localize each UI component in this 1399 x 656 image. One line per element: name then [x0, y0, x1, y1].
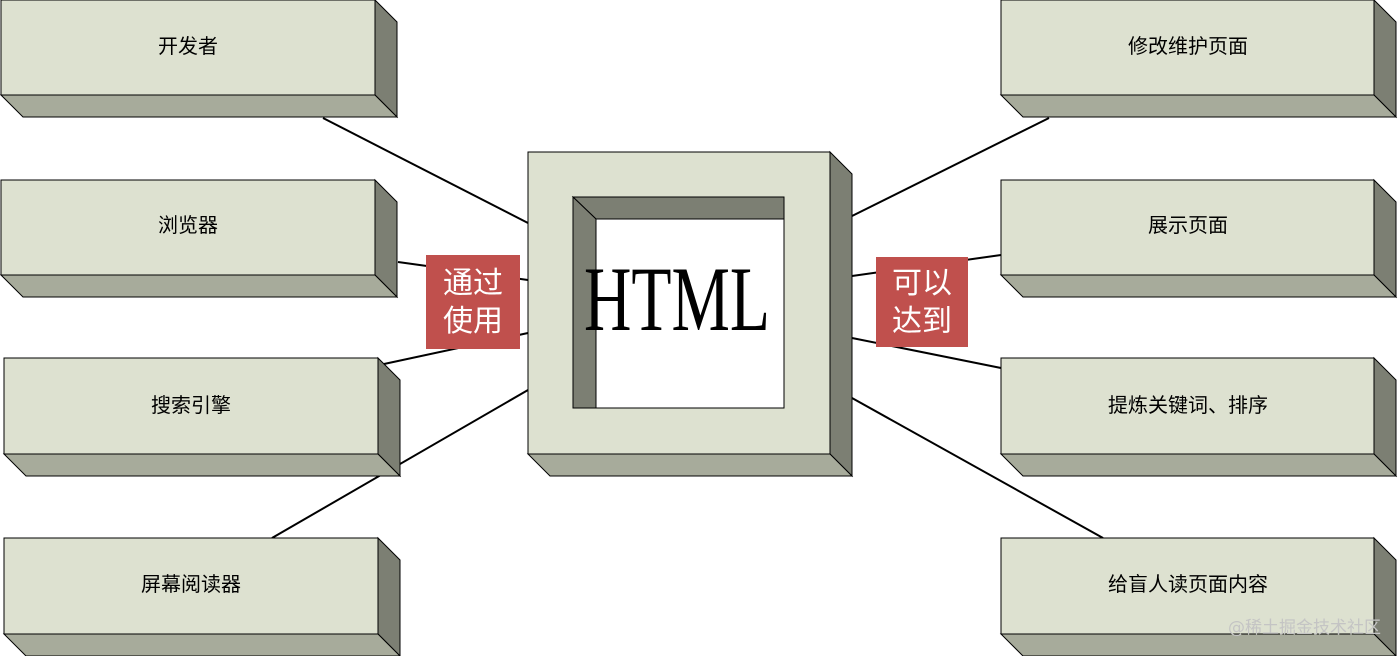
- connector-blind-read: [851, 397, 1104, 539]
- left-tag: 通过 使用: [426, 255, 520, 349]
- box-bottom: [999, 94, 1398, 118]
- tag-background: [426, 255, 520, 349]
- connector-developer: [322, 117, 529, 224]
- box-face: [1000, 357, 1375, 455]
- right-box-blind-read: 给盲人读页面内容: [999, 536, 1397, 656]
- watermark: @稀土掘金技术社区: [1228, 618, 1381, 638]
- box-bottom: [0, 94, 399, 118]
- box-bottom: [2, 633, 401, 656]
- center-label: HTML: [584, 248, 770, 350]
- frame-window: [572, 196, 785, 409]
- box-bottom: [999, 274, 1398, 298]
- box-bottom: [999, 453, 1398, 477]
- frame-side: [829, 150, 853, 478]
- box-label: 修改维护页面: [1128, 34, 1248, 58]
- box-face: [3, 537, 379, 635]
- box-label: 屏幕阅读器: [141, 572, 241, 596]
- box-label: 给盲人读页面内容: [1108, 572, 1268, 596]
- box-face: [0, 0, 376, 96]
- box-label: 提炼关键词、排序: [1108, 393, 1268, 417]
- left-box-search-engine: 搜索引擎: [2, 356, 402, 478]
- box-face: [1000, 179, 1375, 276]
- tag-line-1: 通过: [443, 266, 503, 301]
- box-face: [1000, 0, 1375, 96]
- right-box-edit-maintain: 修改维护页面: [999, 0, 1398, 119]
- right-tag: 可以 达到: [876, 257, 968, 347]
- connector-edit-maintain: [851, 117, 1050, 217]
- right-box-keywords: 提炼关键词、排序: [999, 356, 1398, 478]
- right-box-display: 展示页面: [999, 178, 1398, 299]
- left-box-browser: 浏览器: [0, 178, 399, 299]
- box-label: 浏览器: [158, 213, 218, 237]
- box-label: 搜索引擎: [151, 393, 231, 417]
- frame-bottom: [526, 453, 854, 477]
- box-face: [1000, 537, 1375, 635]
- window-inner-top: [571, 196, 785, 220]
- center-html-frame: HTML: [526, 150, 854, 478]
- box-face: [0, 179, 376, 276]
- tag-line-1: 可以: [892, 266, 952, 301]
- left-box-developer: 开发者: [0, 0, 399, 119]
- window-inner-left: [572, 195, 597, 409]
- box-bottom: [0, 274, 399, 298]
- tag-line-2: 达到: [892, 304, 952, 339]
- left-box-screen-reader: 屏幕阅读器: [2, 536, 401, 656]
- box-label: 开发者: [158, 34, 218, 58]
- tag-background: [876, 257, 968, 347]
- box-bottom: [2, 453, 402, 477]
- box-face: [3, 357, 379, 455]
- box-label: 展示页面: [1148, 213, 1228, 237]
- tag-line-2: 使用: [443, 304, 503, 339]
